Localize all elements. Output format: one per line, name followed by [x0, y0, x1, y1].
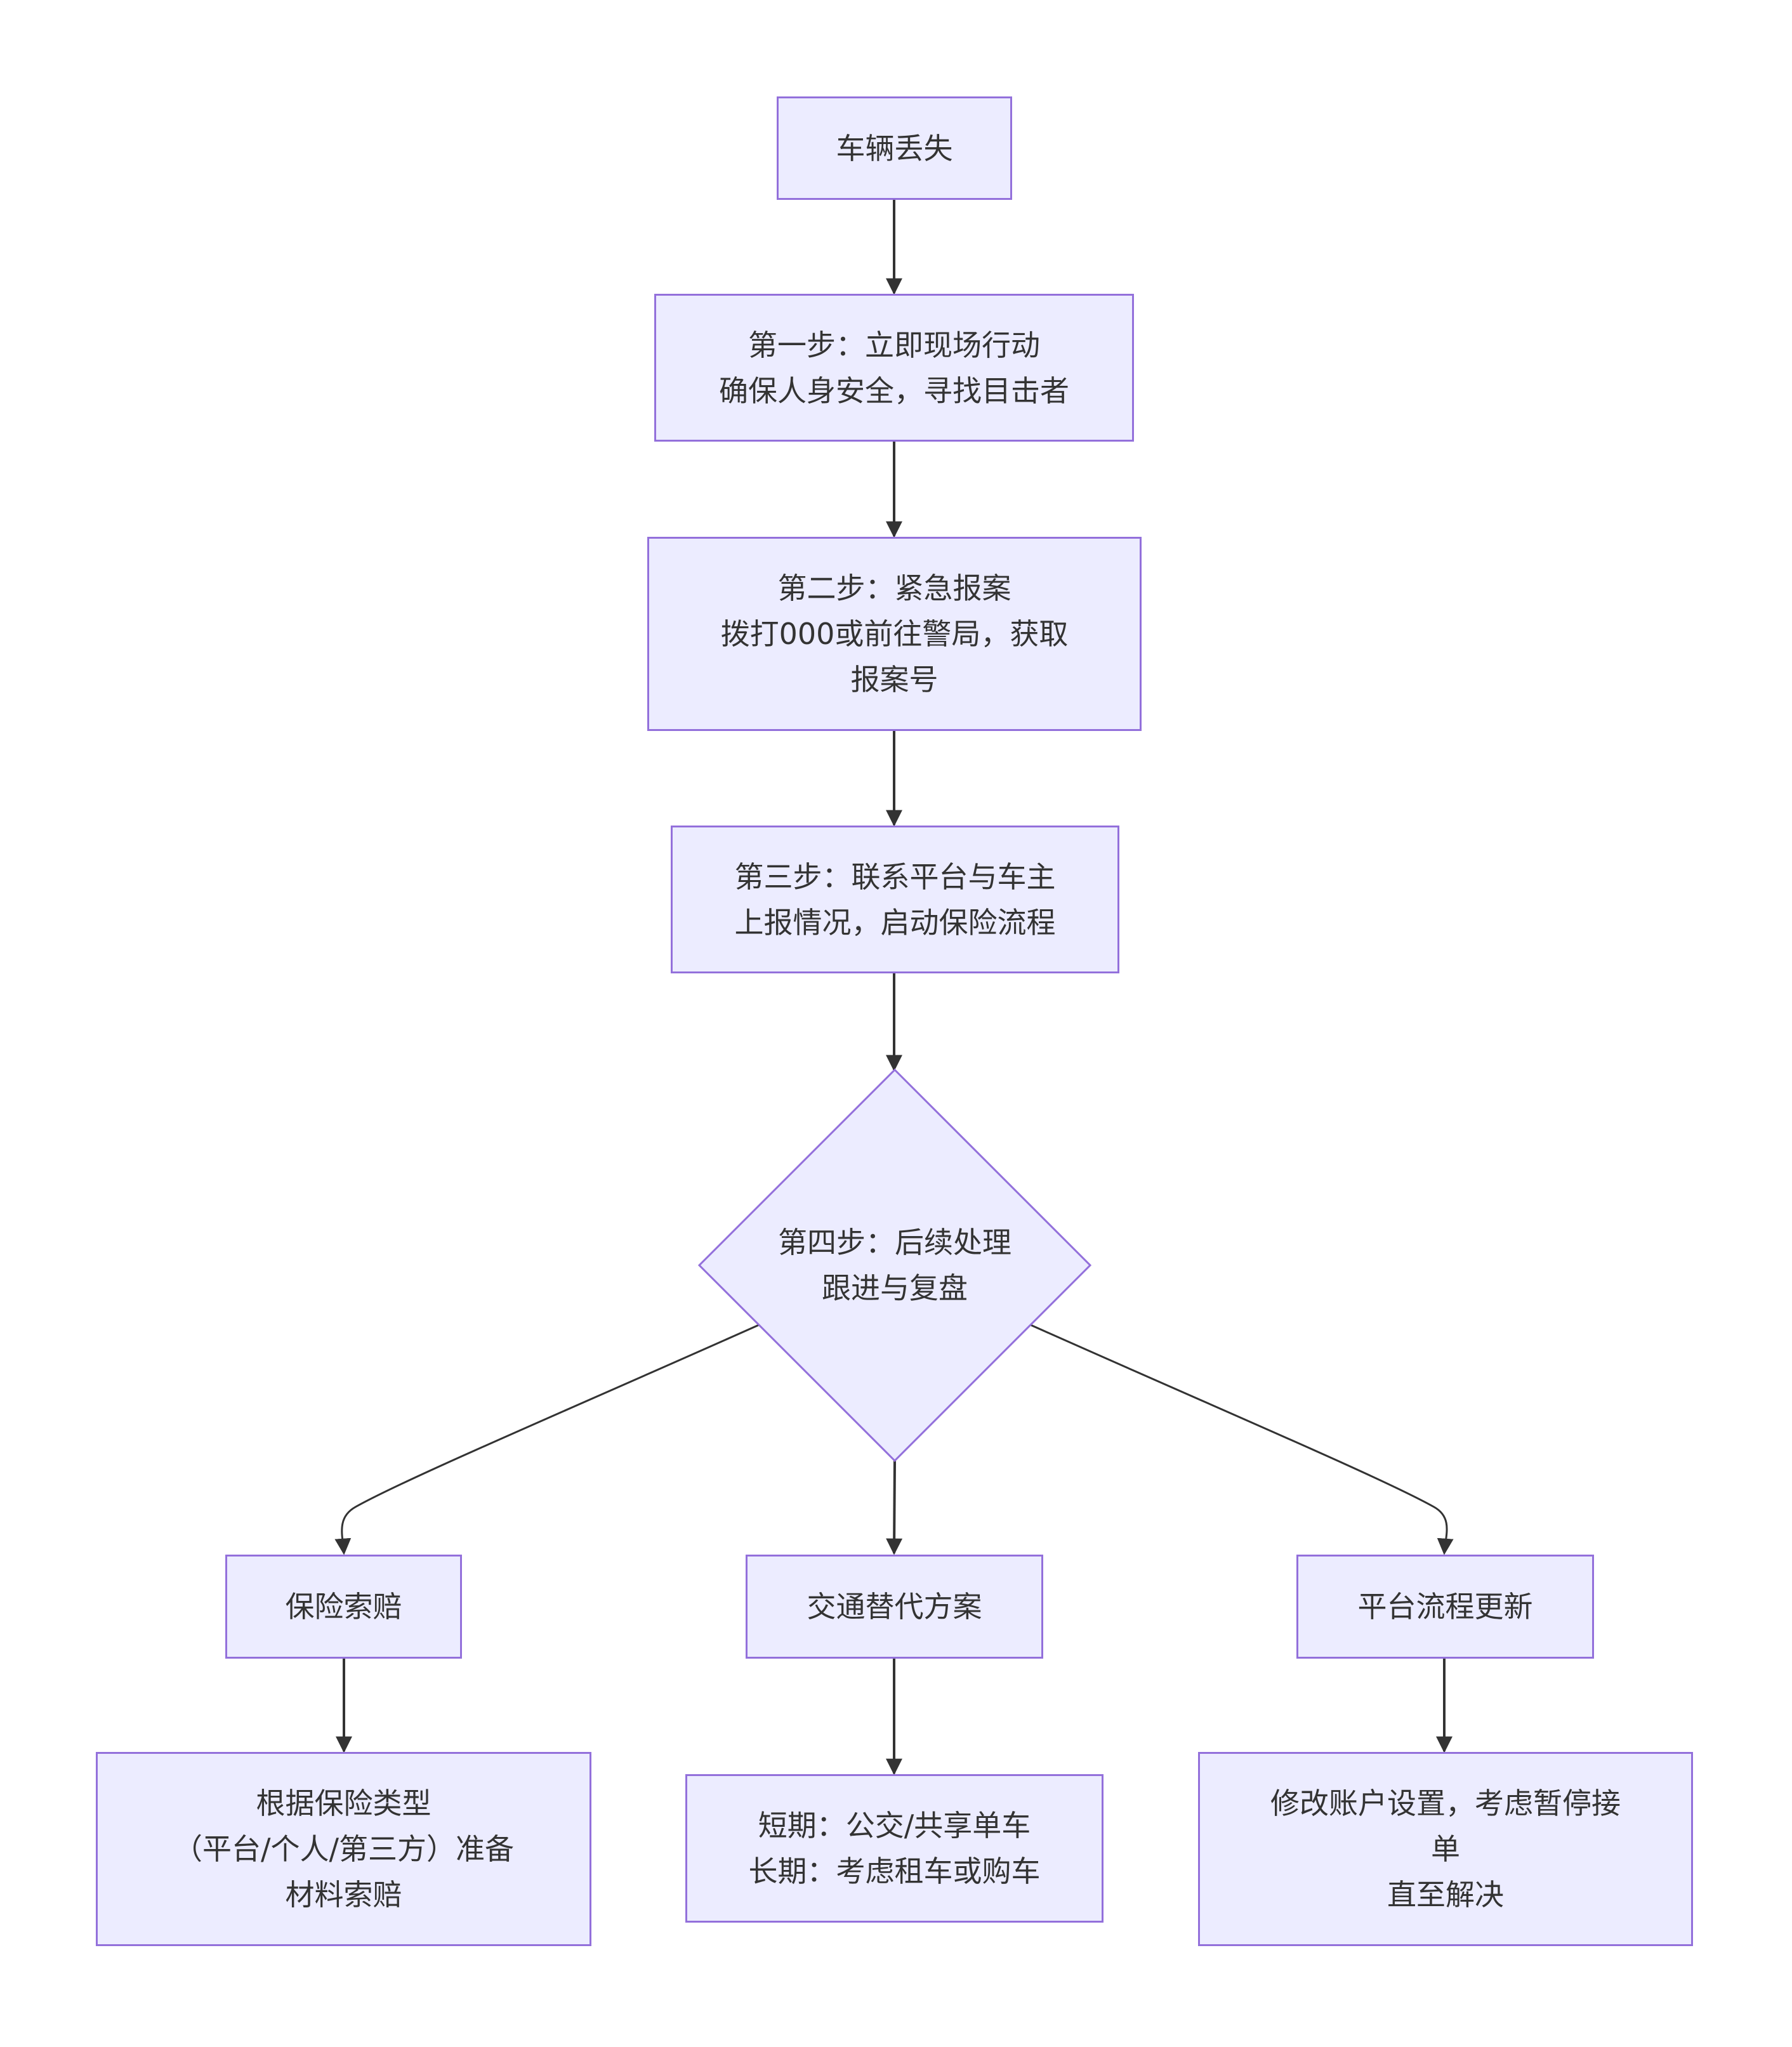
node-step4: 第四步：后续处理 跟进与复盘: [742, 1189, 1047, 1341]
decision-diamond: [697, 1068, 1092, 1463]
node-insurance-detail-line-2: （平台/个人/第三方）准备: [173, 1832, 514, 1866]
node-platform-detail-line-1: 修改账户设置，考虑暂停接: [1270, 1786, 1621, 1820]
node-transport-detail-line-1: 短期：公交/共享单车: [758, 1808, 1031, 1843]
node-insurance-detail-line-3: 材料索赔: [285, 1878, 402, 1912]
node-platform-line-1: 平台流程更新: [1357, 1590, 1533, 1624]
node-step2-line-1: 第二步：紧急报案: [777, 571, 1011, 605]
node-platform-detail-line-3: 直至解决: [1387, 1878, 1504, 1912]
node-step4-line-2: 跟进与复盘: [822, 1271, 968, 1305]
node-step1-line-2: 确保人身安全，寻找目击者: [719, 373, 1069, 408]
node-transport-line-1: 交通替代方案: [807, 1590, 982, 1624]
node-insurance-detail: 根据保险类型 （平台/个人/第三方）准备 材料索赔: [96, 1752, 591, 1946]
node-step4-line-1: 第四步：后续处理: [778, 1225, 1011, 1260]
node-insurance: 保险索赔: [225, 1555, 462, 1659]
edge-step4-to-insurance: [334, 1324, 760, 1555]
node-step1-line-1: 第一步：立即现场行动: [748, 327, 1040, 362]
node-step3: 第三步：联系平台与车主 上报情况，启动保险流程: [671, 826, 1119, 973]
node-step3-line-1: 第三步：联系平台与车主: [734, 859, 1056, 894]
node-step3-line-2: 上报情况，启动保险流程: [734, 905, 1056, 940]
node-step2: 第二步：紧急报案 拨打000或前往警局，获取 报案号: [647, 537, 1142, 731]
node-platform-detail: 修改账户设置，考虑暂停接 单 直至解决: [1198, 1752, 1693, 1946]
node-step2-line-3: 报案号: [850, 662, 939, 697]
node-platform: 平台流程更新: [1296, 1555, 1594, 1659]
node-insurance-line-1: 保险索赔: [285, 1590, 402, 1624]
node-platform-detail-line-2: 单: [1431, 1832, 1460, 1866]
edge-step4-to-platform: [1030, 1324, 1454, 1555]
edge-step4-to-transport: [886, 1460, 903, 1555]
node-step1: 第一步：立即现场行动 确保人身安全，寻找目击者: [654, 294, 1134, 442]
node-step2-line-2: 拨打000或前往警局，获取: [720, 617, 1069, 651]
node-transport-detail-line-2: 长期：考虑租车或购车: [748, 1854, 1041, 1888]
node-start: 车辆丢失: [777, 96, 1012, 200]
node-insurance-detail-line-1: 根据保险类型: [256, 1786, 432, 1820]
node-transport: 交通替代方案: [746, 1555, 1043, 1659]
node-start-line-1: 车辆丢失: [836, 131, 953, 166]
node-transport-detail: 短期：公交/共享单车 长期：考虑租车或购车: [685, 1774, 1104, 1923]
